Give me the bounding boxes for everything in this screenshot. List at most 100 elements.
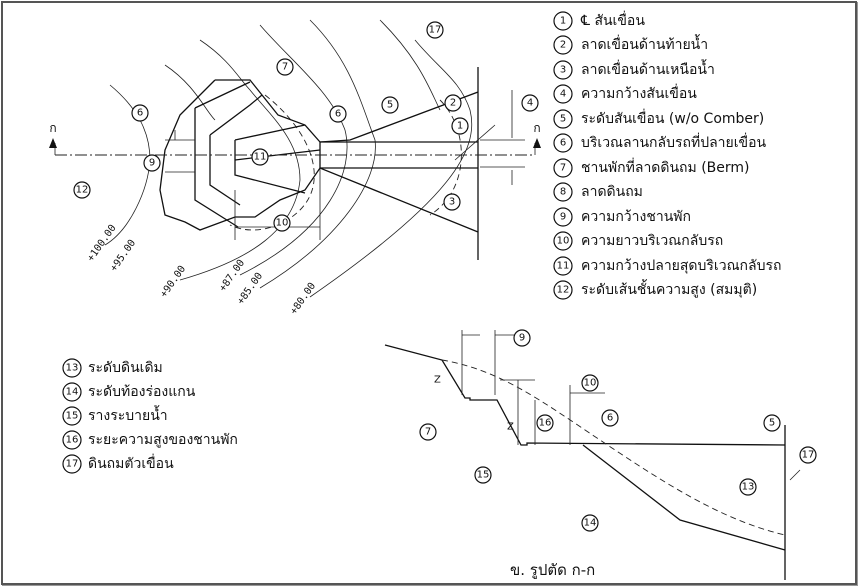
svg-text:15: 15 (66, 411, 79, 422)
callout-5: 5 (381, 96, 399, 114)
svg-text:ความกว้างชานพัก: ความกว้างชานพัก (581, 209, 691, 225)
svg-text:ความยาวบริเวณกลับรถ: ความยาวบริเวณกลับรถ (581, 233, 723, 249)
svg-text:6: 6 (137, 108, 143, 119)
original-ground-line (441, 359, 786, 536)
svg-text:ลาดเขื่อนด้านท้ายน้ำ: ลาดเขื่อนด้านท้ายน้ำ (581, 34, 708, 53)
callout-15: 15 (474, 466, 492, 484)
callout-9: 9 (513, 329, 531, 347)
contour-lines (104, 19, 473, 298)
callout-14: 14 (581, 514, 599, 532)
legend-item: 8 ลาดดินถม (553, 182, 643, 202)
callout-6: 6 (601, 409, 619, 427)
svg-text:12: 12 (557, 285, 570, 296)
svg-text:3: 3 (449, 197, 455, 208)
contour-labels: +100.00 +95.00 +90.00 +87.00 +85.00 +80.… (85, 223, 318, 317)
section-caption: ข. รูปตัด ก-ก (510, 561, 595, 579)
svg-text:6: 6 (607, 413, 613, 424)
contour-label: +100.00 (85, 223, 118, 264)
legend-item: 4 ความกว้างสันเขื่อน (553, 84, 697, 104)
contour-label: +80.00 (288, 281, 318, 317)
dam-crest (320, 141, 478, 169)
callout-5: 5 (763, 414, 781, 432)
legend-item: 17 ดินถมตัวเขื่อน (62, 454, 174, 474)
plan-view: ก ก +100.00 +95.00 +90.00 +87.00 +85.00 … (49, 19, 541, 317)
legend-item: 13 ระดับดินเดิม (62, 358, 163, 378)
section-view: Z Z ข. รูปตัด ก-ก 5 6 7 9 10 13 14 15 16… (384, 329, 817, 580)
svg-text:5: 5 (769, 418, 775, 429)
contour-label: +95.00 (108, 238, 138, 274)
svg-text:17: 17 (66, 459, 79, 470)
svg-text:17: 17 (429, 25, 442, 36)
callout-7: 7 (419, 423, 437, 441)
svg-text:ดินถมตัวเขื่อน: ดินถมตัวเขื่อน (88, 454, 174, 472)
svg-text:11: 11 (254, 152, 267, 163)
svg-text:15: 15 (477, 470, 490, 481)
callout-6: 6 (131, 104, 149, 122)
callout-10: 10 (273, 214, 291, 232)
svg-text:ระดับดินเดิม: ระดับดินเดิม (88, 360, 163, 376)
svg-text:11: 11 (557, 261, 570, 272)
section-profile (384, 344, 786, 580)
svg-text:12: 12 (76, 185, 89, 196)
callout-10: 10 (581, 374, 599, 392)
svg-text:2: 2 (560, 40, 566, 51)
callout-3: 3 (443, 193, 461, 211)
svg-text:16: 16 (539, 418, 552, 429)
svg-text:4: 4 (527, 98, 533, 109)
svg-text:ความกว้างสันเขื่อน: ความกว้างสันเขื่อน (581, 84, 697, 102)
callout-13: 13 (739, 478, 757, 496)
callout-17: 17 (799, 446, 817, 464)
contour-label: +85.00 (235, 271, 265, 307)
section-mark-right: ก (533, 121, 540, 135)
svg-text:1: 1 (560, 16, 566, 27)
svg-text:7: 7 (425, 427, 431, 438)
section-mark-left: ก (49, 121, 56, 135)
legend-left: 13 ระดับดินเดิม 14 ระดับท้องร่องแกน 15 รางร… (62, 358, 238, 474)
svg-text:ระดับท้องร่องแกน: ระดับท้องร่องแกน (88, 384, 196, 400)
section-callouts: 5 6 7 9 10 13 14 15 16 17 (419, 329, 817, 532)
svg-text:10: 10 (276, 218, 289, 229)
svg-text:10: 10 (584, 378, 597, 389)
callout-2: 2 (444, 94, 462, 112)
svg-text:9: 9 (560, 212, 566, 223)
svg-text:14: 14 (66, 387, 79, 398)
legend-item: 9 ความกว้างชานพัก (553, 207, 691, 227)
svg-text:14: 14 (584, 518, 597, 529)
svg-text:รางระบายน้ำ: รางระบายน้ำ (88, 405, 168, 424)
legend-item: 7 ชานพักที่ลาดดินถม (Berm) (553, 158, 750, 178)
svg-text:ชานพักที่ลาดดินถม (Berm): ชานพักที่ลาดดินถม (Berm) (581, 158, 750, 176)
svg-text:1: 1 (457, 121, 463, 132)
svg-text:℄ สันเขื่อน: ℄ สันเขื่อน (580, 11, 645, 29)
svg-text:ลาดดินถม: ลาดดินถม (581, 184, 643, 200)
svg-text:5: 5 (560, 114, 566, 125)
svg-text:9: 9 (149, 158, 155, 169)
section-arrow-left-icon (49, 138, 57, 148)
svg-text:9: 9 (519, 333, 525, 344)
svg-text:13: 13 (66, 363, 79, 374)
callout-12: 12 (73, 181, 91, 199)
callout-17: 17 (426, 21, 444, 39)
slope-label: Z (507, 422, 514, 433)
svg-text:4: 4 (560, 89, 566, 100)
svg-text:6: 6 (335, 109, 341, 120)
svg-text:8: 8 (560, 187, 566, 198)
section-arrow-right-icon (533, 138, 541, 148)
svg-text:17: 17 (802, 450, 815, 461)
contour-label: +90.00 (158, 264, 188, 300)
legend-item: 14 ระดับท้องร่องแกน (62, 382, 196, 402)
svg-text:7: 7 (560, 163, 566, 174)
svg-text:7: 7 (282, 62, 288, 73)
svg-text:ระยะความสูงของชานพัก: ระยะความสูงของชานพัก (88, 432, 238, 448)
callout-4: 4 (521, 94, 539, 112)
svg-text:5: 5 (387, 100, 393, 111)
svg-text:ลาดเขื่อนด้านเหนือน้ำ: ลาดเขื่อนด้านเหนือน้ำ (581, 59, 715, 78)
svg-text:13: 13 (742, 482, 755, 493)
svg-text:6: 6 (560, 138, 566, 149)
